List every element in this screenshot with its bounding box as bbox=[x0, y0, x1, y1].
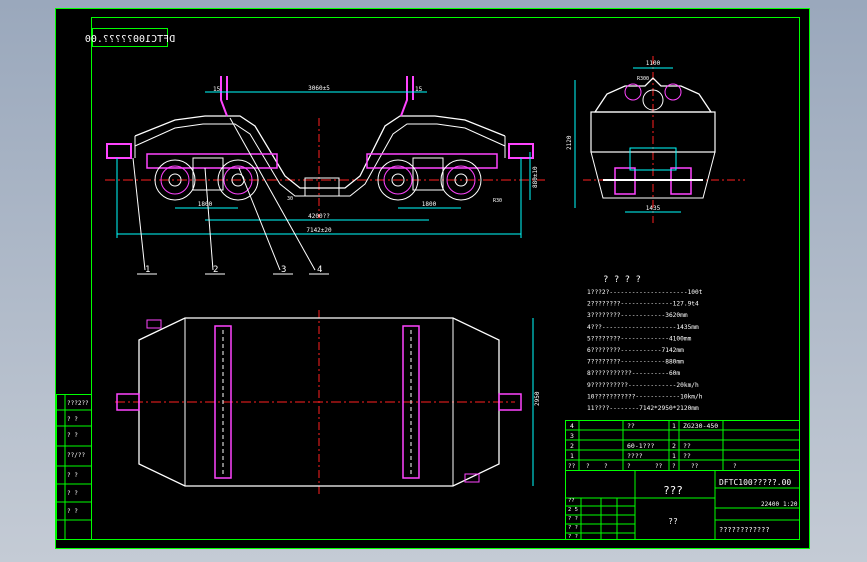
dim-30: 30 bbox=[287, 196, 293, 202]
title-small-cell: ?? bbox=[568, 498, 575, 504]
bom-no: 2 bbox=[570, 442, 574, 450]
side-table-cell: ? ? bbox=[67, 432, 78, 439]
bom-header-cell: ?? bbox=[568, 463, 576, 470]
bom-header-cell: ? bbox=[672, 463, 676, 470]
dim-top: 3060±5 bbox=[308, 85, 330, 92]
dim-r: R30 bbox=[493, 198, 502, 204]
bom-header-cell: ? bbox=[627, 463, 631, 470]
bom-header-cell: ? bbox=[586, 463, 590, 470]
bom-spec: ZG230-450 bbox=[683, 422, 718, 430]
balloon-2: 2 bbox=[213, 265, 218, 275]
bom-name: ???? bbox=[627, 452, 643, 460]
spec-line: 6????????-----------7142mm bbox=[587, 347, 684, 354]
spec-line: 2????????--------------127.9t4 bbox=[587, 301, 699, 308]
dim-15-left: 15 bbox=[213, 86, 221, 93]
spec-line: 9??????????-------------20km/h bbox=[587, 382, 699, 389]
left-side-table: ???2?? ? ? ? ? ??/?? ? ? ? ? ? ? bbox=[56, 394, 92, 540]
side-table-cell: ? ? bbox=[67, 472, 78, 479]
balloon-4: 4 bbox=[317, 265, 322, 275]
title-small-cell: 2 5 bbox=[568, 507, 578, 513]
spec-line: 3????????------------3620mm bbox=[587, 312, 688, 319]
bom-header-cell: ?? bbox=[655, 463, 663, 470]
bom-no: 1 bbox=[570, 452, 574, 460]
side-view: 3060±5 15 15 1800 1800 4200?? 7142±20 88… bbox=[105, 76, 545, 275]
side-table-cell: ??/?? bbox=[67, 452, 85, 459]
balloons: 1 2 3 4 bbox=[137, 265, 329, 275]
end-dim-top: 1100 bbox=[646, 60, 661, 67]
mirrored-code-text: DFTC100?????.00 bbox=[85, 34, 175, 45]
title-small-cell: ? ? bbox=[568, 525, 578, 531]
dim-right-bogie: 1800 bbox=[422, 201, 437, 208]
subtitle-text: ?? bbox=[668, 517, 678, 526]
spec-line: 11????--------7142*2950*2120mm bbox=[587, 405, 699, 412]
bom-no: 3 bbox=[570, 432, 574, 440]
bom-no: 4 bbox=[570, 422, 574, 430]
specifications: ? ? ? ? 1???2?---------------------100t 2… bbox=[587, 275, 703, 412]
spec-line: 10???????????------------10km/h bbox=[587, 393, 703, 400]
title-small-cell: ? ? bbox=[568, 516, 578, 522]
end-view: 1100 R300 2120 1435 bbox=[566, 56, 745, 223]
bom-header-cell: ? bbox=[733, 463, 737, 470]
side-table-cell: ? ? bbox=[67, 416, 78, 423]
specs-title: ? ? ? ? bbox=[603, 275, 641, 285]
end-dim-gauge: 1435 bbox=[646, 205, 661, 212]
title-scale: 1:20 bbox=[783, 501, 798, 508]
spec-line: 4???--------------------1435mm bbox=[587, 324, 699, 331]
bom-name: 60-1??? bbox=[627, 442, 654, 450]
plan-view: 2950 bbox=[115, 310, 541, 494]
bom-qty: 1 bbox=[672, 452, 676, 460]
bom-name: ?? bbox=[627, 422, 635, 430]
spec-line: 8???????????----------60m bbox=[587, 370, 680, 377]
dim-height: 880±10 bbox=[532, 166, 539, 188]
cad-drawing: DFTC100?????.00 3060±5 15 15 bbox=[55, 8, 810, 549]
dim-overall: 7142±20 bbox=[306, 227, 332, 234]
bom-header-cell: ?? bbox=[691, 463, 699, 470]
title-block: ??? ?? DFTC100?????.00 22400 1:20 ??????… bbox=[565, 470, 800, 540]
side-table-cell: ? ? bbox=[67, 508, 78, 515]
bom-qty: 1 bbox=[672, 422, 676, 430]
dim-left-bogie: 1800 bbox=[198, 201, 213, 208]
title-small-cell: ? ? bbox=[568, 534, 578, 540]
inner-border bbox=[91, 17, 800, 540]
dim-15-right: 15 bbox=[415, 86, 423, 93]
title-text: ??? bbox=[663, 484, 683, 497]
side-table-cell: ???2?? bbox=[67, 400, 89, 407]
plan-dim-width: 2950 bbox=[534, 391, 541, 406]
balloon-1: 1 bbox=[145, 265, 150, 275]
bom-table: 4?? 1 ZG230-450 3 2 60-1??? 2?? 1???? 1?????????… bbox=[565, 420, 800, 471]
side-table-cell: ? ? bbox=[67, 490, 78, 497]
wheels bbox=[154, 159, 482, 201]
outer-border bbox=[55, 8, 810, 549]
end-dim-height: 2120 bbox=[566, 135, 573, 150]
bom-qty: 2 bbox=[672, 442, 676, 450]
spec-line: 5????????-------------4100mm bbox=[587, 335, 692, 342]
end-dim-inner: R300 bbox=[637, 76, 649, 82]
balloon-3: 3 bbox=[281, 265, 286, 275]
title-code: DFTC100?????.00 bbox=[719, 478, 791, 487]
spec-line: 7????????------------880mm bbox=[587, 359, 684, 366]
bom-header-cell: ? bbox=[604, 463, 608, 470]
title-company: ???????????? bbox=[719, 526, 770, 534]
title-ratio: 22400 bbox=[761, 501, 779, 508]
bom-spec: ?? bbox=[683, 452, 691, 460]
dim-bottom-mid: 4200?? bbox=[308, 213, 330, 220]
spec-line: 1???2?---------------------100t bbox=[587, 289, 703, 296]
bom-spec: ?? bbox=[683, 442, 691, 450]
mirrored-code-box: DFTC100?????.00 bbox=[85, 28, 175, 47]
drawing-canvas[interactable]: DFTC100?????.00 3060±5 15 15 bbox=[55, 8, 810, 549]
